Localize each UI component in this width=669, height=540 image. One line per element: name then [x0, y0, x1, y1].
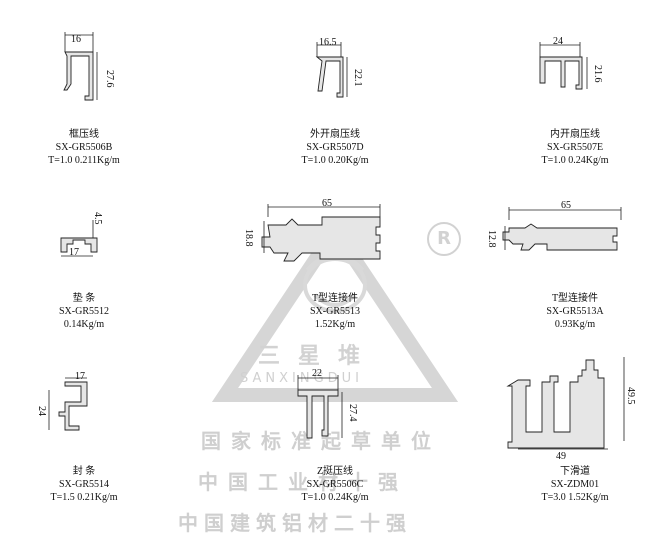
dim-width: 17: [75, 371, 85, 382]
profile-drawing-gr5507d: 16.5 22.1: [315, 37, 363, 98]
profile-drawing-gr5514: 17 24: [36, 371, 88, 431]
registered-mark-icon: R: [427, 222, 461, 256]
dim-height: 12.8: [486, 230, 497, 248]
dim-height: 27.6: [104, 70, 115, 88]
watermark-slogan-2: 中国工业材十强: [198, 470, 408, 494]
dim-width: 16.5: [319, 37, 337, 48]
profile-drawing-gr5507e: 24 21.6: [539, 36, 603, 90]
dim-height: 21.6: [592, 65, 603, 83]
dim-width: 24: [553, 36, 563, 47]
profile-drawing-gr5506b: 16 27.6: [63, 32, 115, 101]
dim-height: 24: [36, 406, 47, 416]
dim-width: 17: [69, 247, 79, 258]
profile-drawing-gr5512: 17 4.5: [60, 212, 103, 258]
watermark-slogan-1: 国家标准起草单位: [201, 429, 441, 453]
dim-height: 4.5: [92, 212, 103, 225]
dim-width: 65: [561, 200, 571, 211]
dim-width: 49: [556, 451, 566, 462]
dim-width: 16: [71, 34, 81, 45]
watermark-brand-en: SANXINGDUI: [240, 371, 364, 386]
watermark-brand-cn: 三星堆: [258, 344, 379, 369]
dim-width: 22: [312, 368, 322, 379]
dim-height: 18.8: [243, 229, 254, 247]
profile-drawing-gr5506c: 22 27.4: [297, 368, 358, 439]
watermark-slogan-3: 中国建筑铝材二十强: [178, 511, 412, 535]
dim-height: 49.5: [625, 387, 636, 405]
profile-drawing-gr5513a: 65 12.8: [486, 200, 622, 251]
profile-drawing-zdm01: 49 49.5: [506, 357, 636, 462]
dim-height: 27.4: [347, 404, 358, 422]
profile-drawing-gr5513: 65 18.8: [243, 198, 381, 262]
dim-width: 65: [322, 198, 332, 209]
dim-height: 22.1: [352, 69, 363, 87]
